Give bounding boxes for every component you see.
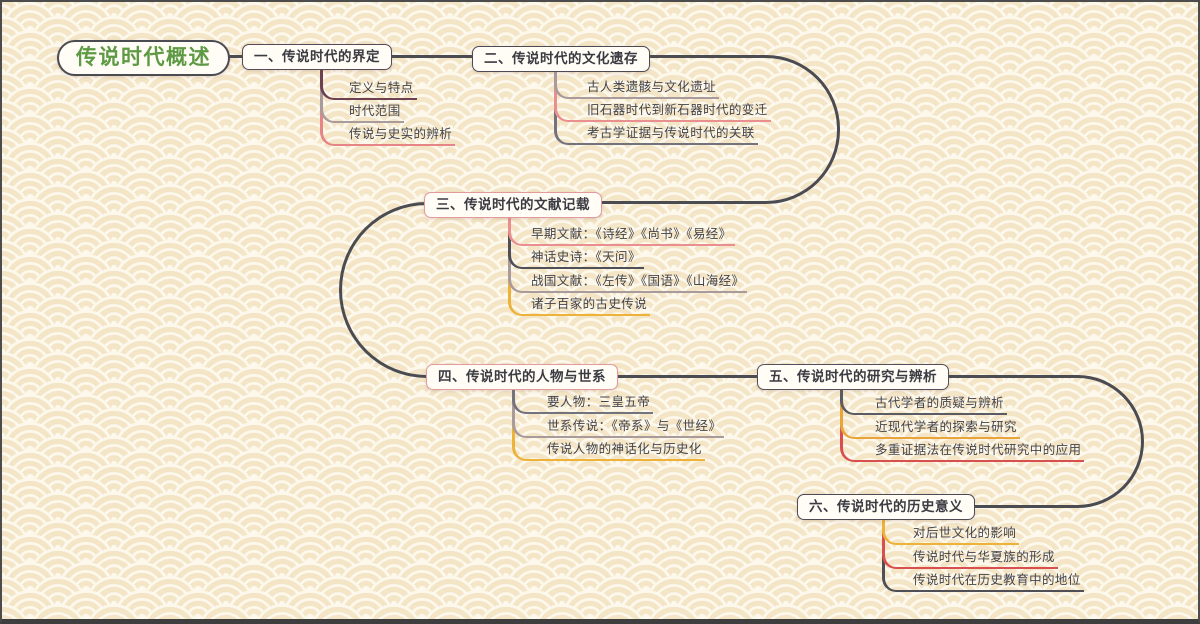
leaf-item[interactable]: 早期文献：《诗经》《尚书》《易经》 bbox=[508, 215, 735, 246]
leaf-item[interactable]: 世系传说：《帝系》与《世经》 bbox=[512, 388, 725, 438]
leaf-item[interactable]: 定义与特点 bbox=[320, 66, 417, 100]
leaf-label: 传说时代在历史教育中的地位 bbox=[913, 573, 1081, 587]
leaf-label: 考古学证据与传说时代的关联 bbox=[587, 126, 755, 140]
leaf-label: 时代范围 bbox=[349, 104, 401, 118]
leaf-item[interactable]: 神话史诗：《天问》 bbox=[508, 215, 644, 269]
leaf-label: 传说与史实的辨析 bbox=[349, 127, 453, 141]
branch-node-4[interactable]: 四、传说时代的人物与世系 bbox=[426, 364, 618, 390]
leaf-label: 传说人物的神话化与历史化 bbox=[547, 442, 702, 456]
leaf-item[interactable]: 古人类遗骸与文化遗址 bbox=[554, 68, 720, 99]
branch-label: 五、传说时代的研究与辨析 bbox=[769, 369, 937, 384]
leaf-label: 定义与特点 bbox=[349, 81, 414, 95]
connector-branch3-branch4 bbox=[339, 202, 427, 378]
leaf-item[interactable]: 时代范围 bbox=[320, 66, 404, 123]
leaf-label: 多重证据法在传说时代研究中的应用 bbox=[875, 443, 1082, 457]
leaf-label: 旧石器时代到新石器时代的变迁 bbox=[587, 103, 768, 117]
leaf-item[interactable]: 要人物：三皇五帝 bbox=[512, 388, 654, 414]
leaf-label: 诸子百家的古史传说 bbox=[531, 297, 648, 311]
branch-label: 一、传说时代的界定 bbox=[254, 49, 380, 64]
branch-label: 三、传说时代的文献记载 bbox=[436, 197, 590, 212]
branch-node-2[interactable]: 二、传说时代的文化遗存 bbox=[472, 46, 650, 72]
root-node[interactable]: 传说时代概述 bbox=[57, 40, 230, 76]
leaf-label: 古代学者的质疑与辨析 bbox=[875, 396, 1005, 410]
leaf-item[interactable]: 传说时代与华夏族的形成 bbox=[882, 518, 1058, 569]
leaf-label: 世系传说：《帝系》与《世经》 bbox=[547, 419, 722, 433]
connector-branch4-branch5 bbox=[608, 375, 761, 378]
leaf-label: 古人类遗骸与文化遗址 bbox=[587, 80, 717, 94]
connector-branch2-branch3 bbox=[600, 55, 840, 204]
leaf-item[interactable]: 近现代学者的探索与研究 bbox=[840, 388, 1020, 439]
branch-label: 四、传说时代的人物与世系 bbox=[438, 369, 606, 384]
branch-node-6[interactable]: 六、传说时代的历史意义 bbox=[797, 494, 975, 520]
leaf-label: 要人物：三皇五帝 bbox=[547, 395, 651, 409]
leaf-item[interactable]: 对后世文化的影响 bbox=[882, 518, 1020, 545]
branch-label: 二、传说时代的文化遗存 bbox=[484, 51, 638, 66]
root-label: 传说时代概述 bbox=[76, 46, 211, 69]
branch-label: 六、传说时代的历史意义 bbox=[809, 499, 963, 514]
leaf-label: 对后世文化的影响 bbox=[913, 526, 1017, 540]
leaf-label: 神话史诗：《天问》 bbox=[531, 250, 641, 264]
leaf-item[interactable]: 旧石器时代到新石器时代的变迁 bbox=[554, 68, 771, 122]
connector-branch1-branch2 bbox=[388, 55, 476, 58]
leaf-label: 战国文献：《左传》《国语》《山海经》 bbox=[531, 274, 745, 288]
branch-node-1[interactable]: 一、传说时代的界定 bbox=[242, 44, 392, 70]
leaf-item[interactable]: 古代学者的质疑与辨析 bbox=[840, 388, 1008, 415]
branch-node-3[interactable]: 三、传说时代的文献记载 bbox=[424, 192, 602, 218]
branch-node-5[interactable]: 五、传说时代的研究与辨析 bbox=[757, 364, 949, 390]
leaf-label: 早期文献：《诗经》《尚书》《易经》 bbox=[531, 227, 732, 241]
connector-branch5-branch6 bbox=[940, 375, 1144, 508]
leaf-label: 传说时代与华夏族的形成 bbox=[913, 550, 1055, 564]
leaf-label: 近现代学者的探索与研究 bbox=[875, 420, 1017, 434]
